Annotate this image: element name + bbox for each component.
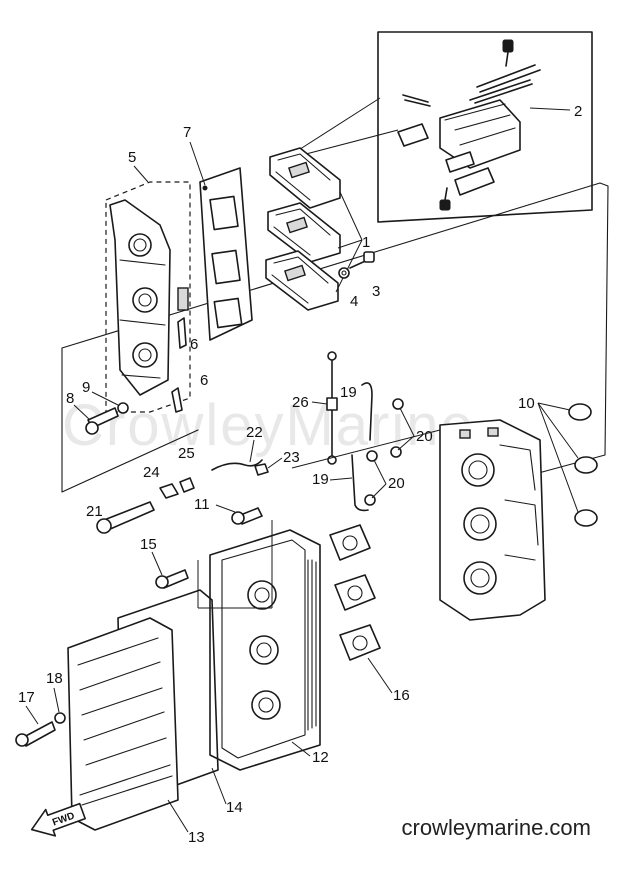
silencer-cover-13: 13 xyxy=(67,617,205,846)
washer-4: 4 xyxy=(338,267,358,310)
callout-26: 26 xyxy=(292,394,309,411)
silencer-body-12: 12 xyxy=(209,529,329,771)
reed-valve-upper xyxy=(269,147,341,209)
callout-19a: 19 xyxy=(340,384,357,401)
gasket-6: 6 6 xyxy=(171,317,208,413)
callout-16: 16 xyxy=(393,687,410,704)
fuel-joint-26: 26 xyxy=(292,351,338,465)
watermark-text: CrowleyMarine xyxy=(62,393,475,458)
wire-clip-22: 22 xyxy=(211,424,263,471)
callout-9: 9 xyxy=(82,379,90,396)
callout-15: 15 xyxy=(140,536,157,553)
callout-21: 21 xyxy=(86,503,103,520)
callout-6a: 6 xyxy=(190,336,198,353)
nut-23: 23 xyxy=(254,449,300,476)
bolt-8: 8 xyxy=(66,390,119,435)
reed-valve-assemblies: 1 xyxy=(265,147,370,311)
callout-1: 1 xyxy=(362,234,370,251)
bolt-15: 15 xyxy=(140,536,189,589)
bolt-17: 17 xyxy=(15,689,56,747)
reed-valve-lower xyxy=(265,250,339,311)
bolt-3: 3 xyxy=(349,251,380,300)
callout-4: 4 xyxy=(350,293,358,310)
callout-23: 23 xyxy=(283,449,300,466)
intake-manifold: 5 xyxy=(105,149,191,413)
website-label: crowleymarine.com xyxy=(401,815,592,840)
callout-11: 11 xyxy=(194,496,210,513)
fwd-arrow-icon: FWD xyxy=(30,802,86,837)
callout-20b: 20 xyxy=(388,475,405,492)
reed-valve-middle xyxy=(267,202,341,263)
washer-18: 18 xyxy=(46,670,66,724)
callout-19b: 19 xyxy=(312,471,329,488)
carburetor-gaskets-16: 16 xyxy=(329,524,410,704)
callout-22: 22 xyxy=(246,424,263,441)
callout-13: 13 xyxy=(188,829,205,846)
clips-20: 20 20 xyxy=(364,398,433,506)
assembly-frame-right xyxy=(519,182,609,479)
callout-2: 2 xyxy=(574,103,582,120)
callout-25: 25 xyxy=(178,445,195,462)
assembly-frame xyxy=(61,347,199,493)
washer-9: 9 xyxy=(82,379,129,414)
nut-24: 24 xyxy=(143,464,179,499)
callout-3: 3 xyxy=(372,283,380,300)
callout-10: 10 xyxy=(518,395,535,412)
callout-12: 12 xyxy=(312,749,329,766)
callout-14: 14 xyxy=(226,799,243,816)
clamps-10: 10 xyxy=(518,395,598,527)
long-bolt-21: 21 xyxy=(86,501,155,534)
hoses-19: 19 19 xyxy=(312,382,373,512)
manifold-gasket: 7 xyxy=(183,124,253,341)
callout-17: 17 xyxy=(18,689,35,706)
callout-24: 24 xyxy=(143,464,160,481)
nut-25: 25 xyxy=(178,445,195,493)
callout-8: 8 xyxy=(66,390,74,407)
callout-7: 7 xyxy=(183,124,191,141)
callout-18: 18 xyxy=(46,670,63,687)
carburetor-block xyxy=(439,419,546,621)
callout-6b: 6 xyxy=(200,372,208,389)
callout-5: 5 xyxy=(128,149,136,166)
callout-20a: 20 xyxy=(416,428,433,445)
bolt-11: 11 xyxy=(194,496,263,525)
reed-valve-detail-box: 2 xyxy=(282,31,593,223)
